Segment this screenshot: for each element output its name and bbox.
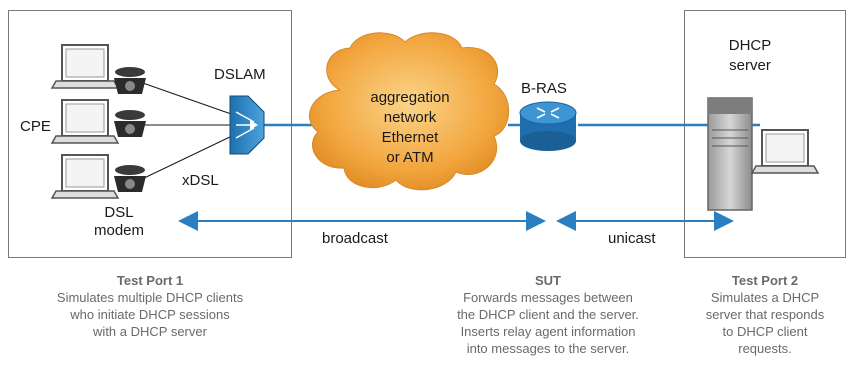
caption-line: requests. [738, 341, 792, 356]
caption-line: server that responds [705, 307, 825, 322]
cloud-label: aggregation network Ethernet or ATM [340, 88, 480, 168]
telephone-icon [114, 165, 146, 192]
unicast-label: unicast [608, 230, 656, 247]
server-icon [707, 97, 820, 211]
cloud-icon [308, 32, 510, 191]
caption-title: Test Port 2 [731, 273, 799, 288]
caption-test-port-2: Test Port 2 Simulates a DHCP server that… [680, 272, 850, 357]
caption-line: with a DHCP server [93, 324, 207, 339]
caption-line: into messages to the server. [466, 341, 630, 356]
caption-title: SUT [535, 273, 561, 288]
caption-line: Forwards messages between [463, 290, 633, 305]
cpe-label: CPE [20, 118, 51, 135]
cloud-line-1: aggregation [370, 89, 450, 106]
dsl-modem-line-1: DSL [104, 204, 134, 221]
dhcp-server-line-2: server [729, 57, 771, 74]
dslam-icon [229, 95, 265, 155]
cloud-line-2: network [383, 109, 437, 126]
caption-title: Test Port 1 [116, 273, 184, 288]
broadcast-label: broadcast [322, 230, 388, 247]
caption-line: Simulates multiple DHCP clients [56, 290, 244, 305]
dslam-label: DSLAM [214, 66, 266, 83]
laptop-icon [50, 99, 120, 144]
caption-line: who initiate DHCP sessions [70, 307, 230, 322]
cloud-line-3: Ethernet [381, 129, 439, 146]
caption-line: to DHCP client [722, 324, 808, 339]
dhcp-server-line-1: DHCP [728, 37, 772, 54]
dsl-modem-line-2: modem [94, 222, 145, 239]
caption-line: the DHCP client and the server. [457, 307, 639, 322]
laptop-icon [50, 44, 120, 89]
bras-label: B-RAS [521, 80, 567, 97]
cloud-line-4: or ATM [386, 149, 434, 166]
caption-line: Simulates a DHCP [710, 290, 820, 305]
cpe-links [139, 81, 235, 181]
caption-sut: SUT Forwards messages between the DHCP c… [420, 272, 676, 357]
telephone-icon [114, 110, 146, 137]
dsl-modem-label: DSL modem [94, 204, 144, 240]
caption-line: Inserts relay agent information [460, 324, 636, 339]
dhcp-server-label: DHCP server [720, 36, 780, 76]
router-icon [519, 101, 577, 151]
xdsl-label: xDSL [182, 172, 219, 189]
telephone-icon [114, 67, 146, 94]
laptop-icon [50, 154, 120, 199]
caption-test-port-1: Test Port 1 Simulates multiple DHCP clie… [8, 272, 292, 340]
